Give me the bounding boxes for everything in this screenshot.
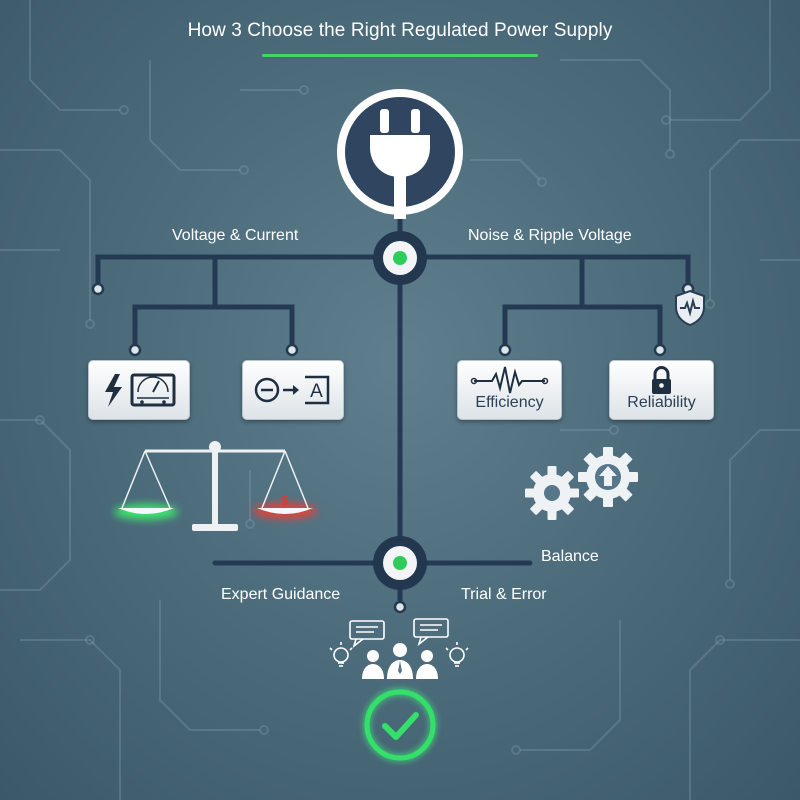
ammeter-conversion-icon: A bbox=[254, 375, 330, 405]
checkmark-circle-icon bbox=[363, 688, 437, 762]
label-trial-error: Trial & Error bbox=[461, 586, 547, 603]
reliability-card: Reliability bbox=[609, 360, 714, 420]
label-noise-ripple: Noise & Ripple Voltage bbox=[468, 227, 632, 244]
reliability-label: Reliability bbox=[627, 394, 696, 411]
svg-text:$: $ bbox=[281, 493, 289, 508]
label-voltage-current: Voltage & Current bbox=[172, 227, 299, 244]
title-underline bbox=[262, 54, 538, 57]
center-hub-bottom bbox=[373, 536, 427, 590]
gears-icon bbox=[525, 447, 638, 520]
page-title: How 3 Choose the Right Regulated Power S… bbox=[187, 20, 613, 41]
efficiency-card: Efficiency bbox=[457, 360, 562, 420]
waveform-icon bbox=[470, 366, 549, 394]
ammeter-card: A bbox=[242, 360, 344, 420]
balance-scale-icon: $ bbox=[114, 441, 317, 531]
efficiency-label: Efficiency bbox=[475, 394, 544, 411]
label-balance: Balance bbox=[541, 548, 599, 565]
voltage-meter-card bbox=[88, 360, 190, 420]
team-discussion-icon bbox=[329, 618, 469, 679]
padlock-icon bbox=[652, 366, 671, 394]
center-hub-top bbox=[373, 231, 427, 285]
lightning-meter-icon bbox=[105, 373, 176, 407]
shield-pulse-icon bbox=[675, 289, 705, 327]
svg-text:A: A bbox=[310, 381, 323, 402]
label-expert-guidance: Expert Guidance bbox=[221, 586, 341, 603]
power-plug-icon bbox=[337, 89, 463, 219]
